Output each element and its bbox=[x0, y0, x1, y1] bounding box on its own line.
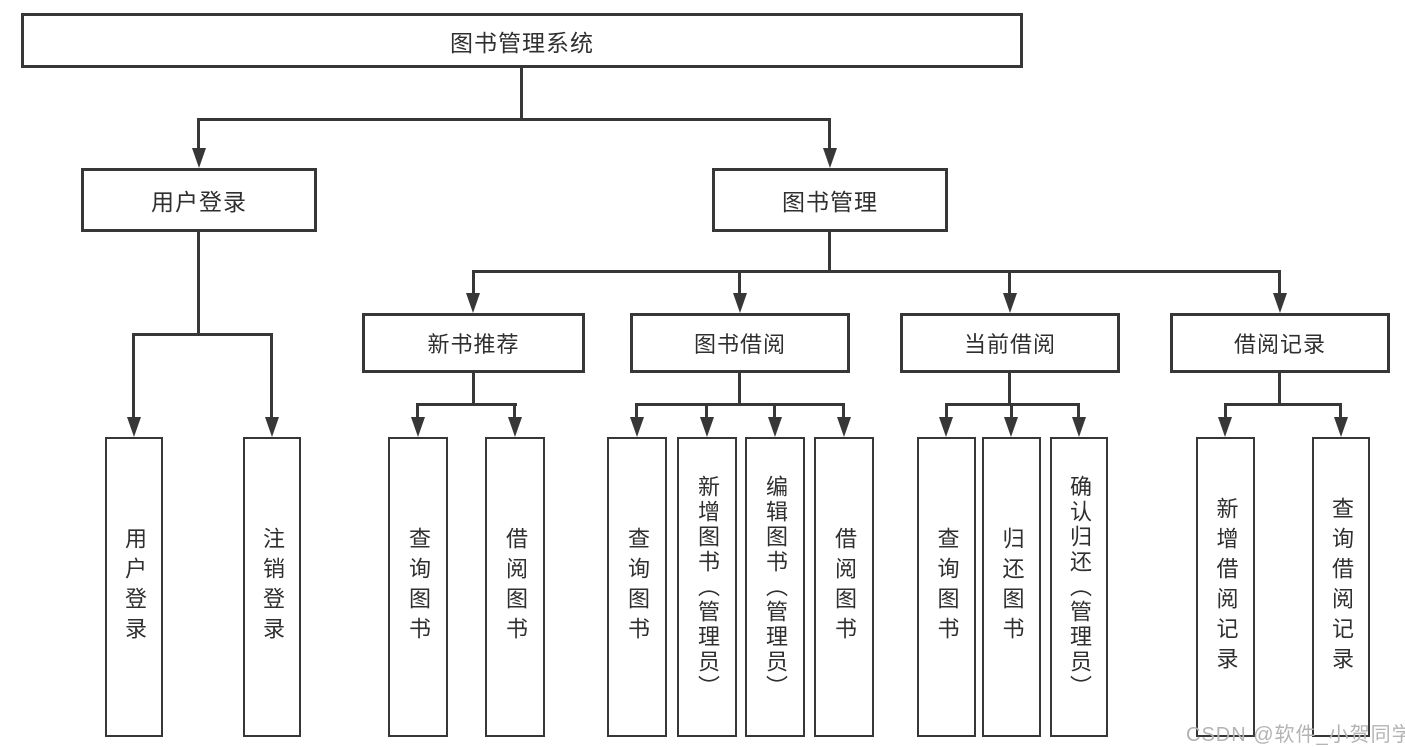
csdn-watermark: CSDN @软件_小贺同学 bbox=[1186, 724, 1405, 746]
connector-root-stem bbox=[520, 68, 523, 120]
leaf-current-return: 归还图书 bbox=[982, 437, 1041, 737]
leaf-borrow-query-label: 查询图书 bbox=[625, 527, 650, 647]
arrowhead-bb3 bbox=[768, 417, 782, 437]
arrowhead-cb2 bbox=[1004, 417, 1018, 437]
connector-drop-current-borrow bbox=[1008, 270, 1011, 296]
leaf-newbook-query: 查询图书 bbox=[388, 437, 448, 737]
connector-drop-leaf-user-login bbox=[132, 333, 135, 419]
arrowhead-leaf-user-login bbox=[127, 417, 141, 437]
leaf-record-add: 新增借阅记录 bbox=[1196, 437, 1255, 737]
leaf-borrow-edit-admin-label: 编辑图书（管理员） bbox=[763, 474, 788, 700]
node-user-login: 用户登录 bbox=[81, 168, 317, 232]
arrowhead-nb1 bbox=[411, 417, 425, 437]
connector-records-stem bbox=[1278, 373, 1281, 405]
leaf-newbook-query-label: 查询图书 bbox=[406, 527, 431, 647]
arrowhead-nb2 bbox=[508, 417, 522, 437]
leaf-borrow-add-admin-label: 新增图书（管理员） bbox=[695, 474, 720, 700]
node-book-management: 图书管理 bbox=[712, 168, 948, 232]
leaf-borrow-query: 查询图书 bbox=[607, 437, 667, 737]
arrowhead-cb3 bbox=[1072, 417, 1086, 437]
connector-drop-new-book bbox=[472, 270, 475, 296]
leaf-user-login-label: 用户登录 bbox=[122, 527, 147, 647]
connector-root-hbar bbox=[197, 118, 831, 121]
leaf-borrow-borrow: 借阅图书 bbox=[814, 437, 874, 737]
connector-newbook-stem bbox=[472, 373, 475, 405]
connector-drop-cb3 bbox=[1077, 403, 1080, 419]
connector-drop-rb2 bbox=[1339, 403, 1342, 419]
connector-records-hbar bbox=[1224, 403, 1342, 406]
leaf-borrow-add-admin: 新增图书（管理员） bbox=[677, 437, 737, 737]
leaf-current-query: 查询图书 bbox=[917, 437, 976, 737]
connector-drop-cb1 bbox=[945, 403, 948, 419]
leaf-user-login: 用户登录 bbox=[105, 437, 163, 737]
node-new-book-recommend-label: 新书推荐 bbox=[427, 332, 520, 357]
connector-borrow-hbar bbox=[635, 403, 845, 406]
connector-drop-borrow-records bbox=[1278, 270, 1281, 296]
node-root: 图书管理系统 bbox=[21, 13, 1023, 68]
arrowhead-borrow-records bbox=[1273, 293, 1287, 313]
arrowhead-cb1 bbox=[939, 417, 953, 437]
leaf-borrow-edit-admin: 编辑图书（管理员） bbox=[745, 437, 805, 737]
connector-drop-nb2 bbox=[513, 403, 516, 419]
leaf-current-query-label: 查询图书 bbox=[934, 527, 960, 647]
leaf-current-return-label: 归还图书 bbox=[999, 527, 1025, 647]
arrowhead-bb1 bbox=[630, 417, 644, 437]
leaf-newbook-borrow: 借阅图书 bbox=[485, 437, 545, 737]
connector-current-stem bbox=[1008, 373, 1011, 405]
arrowhead-rb2 bbox=[1334, 417, 1348, 437]
connector-drop-rb1 bbox=[1224, 403, 1227, 419]
connector-drop-book-borrow bbox=[738, 270, 741, 296]
arrowhead-leaf-logout bbox=[265, 417, 279, 437]
node-root-label: 图书管理系统 bbox=[450, 29, 594, 56]
node-current-borrow-label: 当前借阅 bbox=[963, 332, 1056, 357]
connector-drop-bb4 bbox=[842, 403, 845, 419]
node-borrow-records-label: 借阅记录 bbox=[1233, 332, 1326, 357]
arrowhead-bb2 bbox=[700, 417, 714, 437]
connector-bookmgmt-hbar bbox=[472, 270, 1281, 273]
connector-drop-bb2 bbox=[705, 403, 708, 419]
leaf-record-query: 查询借阅记录 bbox=[1312, 437, 1370, 737]
leaf-logout: 注销登录 bbox=[243, 437, 301, 737]
leaf-record-query-label: 查询借阅记录 bbox=[1329, 497, 1354, 677]
arrowhead-book-borrow bbox=[733, 293, 747, 313]
arrowhead-new-book bbox=[466, 293, 480, 313]
connector-bookmgmt-stem bbox=[828, 232, 831, 272]
connector-userlogin-hbar bbox=[133, 333, 273, 336]
arrowhead-rb1 bbox=[1218, 417, 1232, 437]
node-borrow-records: 借阅记录 bbox=[1170, 313, 1390, 373]
leaf-current-confirm-admin: 确认归还（管理员） bbox=[1050, 437, 1108, 737]
node-book-management-label: 图书管理 bbox=[782, 189, 878, 215]
arrowhead-current-borrow bbox=[1003, 293, 1017, 313]
connector-userlogin-stem bbox=[197, 232, 200, 335]
node-book-borrow-label: 图书借阅 bbox=[693, 332, 786, 357]
leaf-logout-label: 注销登录 bbox=[260, 527, 285, 647]
arrowhead-book-management bbox=[823, 148, 837, 168]
connector-drop-cb2 bbox=[1010, 403, 1013, 419]
leaf-current-confirm-admin-label: 确认归还（管理员） bbox=[1067, 474, 1092, 700]
connector-borrow-stem bbox=[738, 373, 741, 405]
connector-drop-user-login bbox=[197, 118, 200, 152]
leaf-borrow-borrow-label: 借阅图书 bbox=[832, 527, 857, 647]
arrowhead-bb4 bbox=[837, 417, 851, 437]
connector-drop-book-management bbox=[828, 118, 831, 152]
connector-newbook-hbar bbox=[416, 403, 517, 406]
node-new-book-recommend: 新书推荐 bbox=[362, 313, 585, 373]
connector-drop-bb3 bbox=[773, 403, 776, 419]
arrowhead-user-login bbox=[192, 148, 206, 168]
node-book-borrow: 图书借阅 bbox=[630, 313, 850, 373]
node-current-borrow: 当前借阅 bbox=[900, 313, 1120, 373]
node-user-login-label: 用户登录 bbox=[151, 189, 247, 215]
leaf-newbook-borrow-label: 借阅图书 bbox=[503, 527, 528, 647]
connector-drop-bb1 bbox=[635, 403, 638, 419]
leaf-record-add-label: 新增借阅记录 bbox=[1213, 497, 1239, 677]
connector-drop-leaf-logout bbox=[270, 333, 273, 419]
connector-drop-nb1 bbox=[416, 403, 419, 419]
